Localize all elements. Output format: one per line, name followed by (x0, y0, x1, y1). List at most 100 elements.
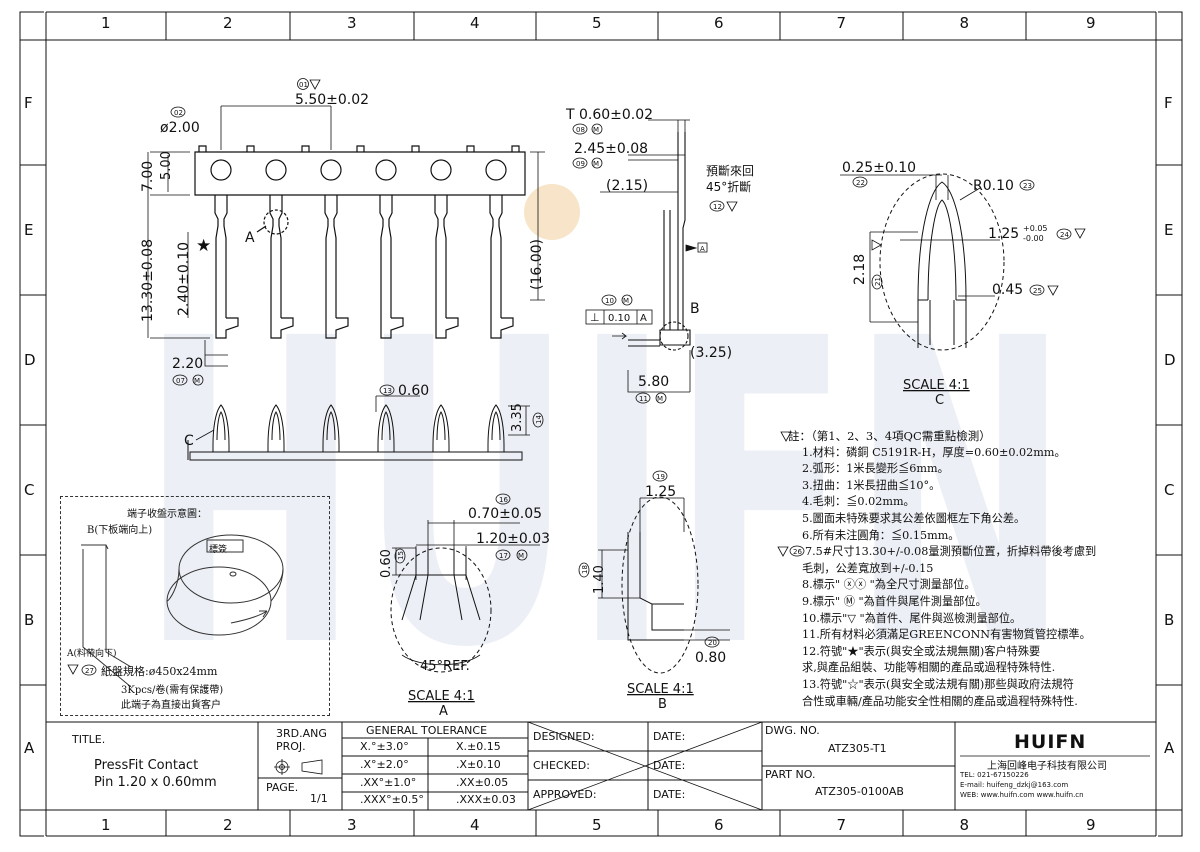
grid-row-label-left: F (24, 93, 33, 112)
offset-dim: (2.15) (606, 178, 648, 194)
scale-c-label: SCALE 4:1 (903, 378, 970, 393)
c-length-dim: 2.18 (852, 254, 868, 285)
scale-a-letter: A (439, 704, 448, 719)
note-7-triangle-icon (777, 546, 789, 557)
svg-text:21: 21 (874, 277, 882, 286)
detail-b-dimension-lines (598, 497, 730, 641)
tolerance-cell: .XXX°±0.5° (360, 793, 424, 806)
note-item: 12.符號"★"表示(與安全或法規無關)客户特殊要 (802, 644, 1041, 658)
svg-text:23: 23 (1023, 182, 1032, 190)
watermark: HUIFN (140, 251, 1070, 740)
c-width-dim: 0.25±0.10 (842, 160, 916, 176)
c-dia-tol-dn: -0.00 (1023, 234, 1044, 243)
break-tag: 12 (709, 200, 738, 212)
special-star-icon: ★ (196, 236, 211, 256)
grid-row-label-left: E (24, 221, 34, 239)
tolerance-cell: .XXX±0.03 (456, 793, 516, 806)
hole-dim: ø2.00 (160, 120, 200, 136)
c-dia-tol-up: +0.05 (1023, 224, 1048, 233)
notes-list: 1.材料：磷銅 C5191R-H，厚度=0.60±0.02mm。2.弧形：1米長… (788, 445, 1158, 711)
svg-text:24: 24 (1060, 231, 1069, 239)
reel-title: 端子收盤示意圖： (127, 509, 207, 520)
company-email: E-mail: huifeng_dzkj@163.com (960, 781, 1069, 789)
part-no: ATZ305-0100AB (815, 785, 904, 798)
break-note-2: 45°折斷 (706, 179, 751, 194)
svg-text:17: 17 (499, 552, 508, 560)
watermark-dot (524, 184, 580, 240)
neck-dim: 2.40±0.10 (176, 242, 192, 316)
company-tel: TEL: 021-67150226 (960, 771, 1029, 779)
designed-label: DESIGNED: (533, 730, 595, 743)
row-pin (322, 404, 340, 452)
note-item: 4.毛刺：≦0.02mm。 (802, 495, 915, 509)
reel-diagram: 端子收盤示意圖： B(下板端向上) 標簽 A(料帶向下) 27 紙盤規格:ø45… (60, 496, 330, 716)
side-dimension-lines (600, 119, 698, 393)
note-item: 10.標示"▽ "為首件、尾件與巡檢測量部位。 (802, 611, 1022, 625)
scale-b-letter: B (658, 697, 667, 712)
svg-text:M: M (593, 160, 599, 168)
svg-text:M: M (518, 552, 524, 560)
svg-text:19: 19 (656, 473, 665, 481)
reel-drawing (81, 534, 284, 687)
eye-dim: 3.35 (510, 403, 525, 432)
svg-text:15: 15 (397, 551, 405, 560)
grid-ticks (19, 11, 1183, 837)
b-height-tag: 18 (578, 562, 590, 578)
grid-col-label-top: 7 (836, 14, 847, 32)
title-label: TITLE. (72, 733, 106, 746)
svg-text:10: 10 (605, 297, 614, 305)
dwg-no-label: DWG. NO. (765, 724, 820, 737)
b-burr-dim: 0.80 (695, 650, 726, 666)
svg-text:16: 16 (499, 496, 508, 504)
grid-col-label-bottom: 3 (347, 816, 357, 834)
datum-a-box (697, 242, 708, 253)
a-height-tag: 15 (394, 548, 406, 564)
note-header-triangle-icon (780, 431, 792, 442)
c-dia-tag: 24 (1056, 228, 1086, 240)
note-item: 合性或車輛/產品功能安全性相關的產品或過程特殊特性. (802, 694, 1078, 708)
row-dimension-lines (195, 395, 530, 441)
tolerance-cell: X.±0.15 (456, 740, 501, 753)
length-dim: 13.30±0.08 (140, 239, 156, 322)
terminal-strip-top-view (194, 145, 526, 339)
reel-a-note: A(料帶向下) (67, 649, 117, 659)
tolerance-cell: .XX°±1.0° (360, 776, 417, 789)
perpendicularity-frame: ⊥ 0.10 A (585, 309, 653, 325)
note-item: 6.所有未注圓角：≦0.15mm。 (802, 528, 960, 542)
grid-row-label-right: E (1164, 221, 1174, 239)
svg-text:27: 27 (85, 667, 94, 675)
svg-text:26: 26 (793, 548, 802, 556)
grid-row-label-right: B (1164, 611, 1175, 629)
checked-date-label: DATE: (653, 759, 686, 772)
note-item: 13.符號"☆"表示(與安全或法規有關)那些與政府法規符 (802, 677, 1074, 691)
b-height-dim: 1.40 (592, 565, 607, 594)
grid-col-label-bottom: 2 (223, 816, 233, 834)
grid-row-label-right: D (1164, 351, 1176, 369)
note-item: 3.扭曲：1米長扭曲≦10°。 (802, 478, 941, 492)
a-top-dim: 0.70±0.05 (468, 506, 542, 522)
break-x-dim: 2.45±0.08 (574, 141, 648, 157)
svg-text:M: M (593, 126, 599, 134)
checked-label: CHECKED: (533, 759, 590, 772)
note-7-tag: 26 (789, 545, 805, 557)
row-pin (267, 404, 285, 452)
svg-text:09: 09 (576, 160, 585, 168)
grid-col-label-top: 8 (959, 14, 970, 32)
row-pin (212, 404, 230, 452)
c-radius-dim: R0.10 (973, 178, 1014, 194)
note-item: 11.所有材料必須滿足GREENCONN有害物質管控標準。 (802, 628, 1091, 642)
detail-b-callout: B (690, 301, 700, 317)
svg-text:25: 25 (1033, 287, 1042, 295)
title-block-grid (46, 721, 1156, 811)
thickness-dim: T 0.60±0.02 (565, 107, 653, 123)
designed-date-label: DATE: (653, 730, 686, 743)
datum-a: A (700, 245, 705, 253)
grid-col-label-top: 9 (1086, 14, 1096, 32)
reel-qty: 3Kpcs/卷(需有保護帶) (121, 685, 224, 696)
svg-text:22: 22 (856, 179, 865, 187)
row-gap-tag: 13 (379, 384, 395, 396)
side-length-dim: 5.80 (638, 374, 669, 390)
notes-header: 註：（第1、2、3、4項QC需重點檢測） (788, 429, 991, 443)
